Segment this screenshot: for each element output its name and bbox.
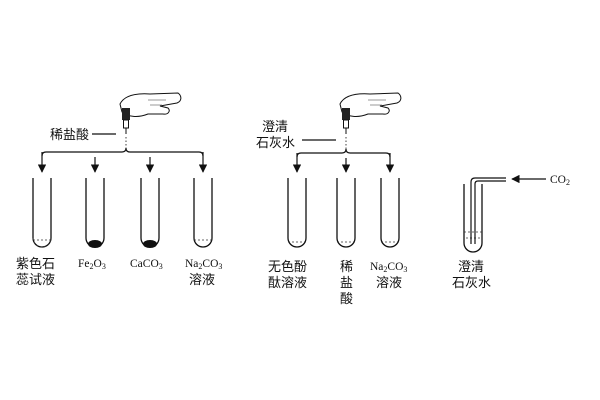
tube-2-label-line-2: 盐 <box>340 276 353 291</box>
test-tube-calcium-carbonate <box>140 178 160 248</box>
tube-3-formula: CaCO3 <box>130 258 163 271</box>
test-tube-phenolphthalein <box>287 178 307 248</box>
tube-4-formula: Na2CO3 <box>185 258 222 271</box>
tube-4-label-line-2: 溶液 <box>189 273 215 288</box>
tube-1-label-line-1: 紫色石 <box>16 256 55 272</box>
tube-1-label-line-2: 酞溶液 <box>268 276 307 291</box>
solid-sample-fe2o3 <box>88 240 102 248</box>
test-tube-iron-oxide <box>85 178 105 248</box>
dropper-label-hydrochloric-acid: 稀盐酸 <box>50 128 89 143</box>
tube-label-line-2: 石灰水 <box>452 276 491 291</box>
tube-2-formula: Fe2O3 <box>78 258 106 271</box>
tube-2-label-line-3: 酸 <box>340 292 353 307</box>
tube-1-label-line-1: 无色酚 <box>268 259 307 275</box>
test-tube-limewater-co2 <box>463 184 483 253</box>
experiment-3: CO2 澄清 石灰水 <box>452 174 570 291</box>
dropper-label-line-1: 澄清 <box>262 120 288 135</box>
gas-delivery-tube <box>470 177 506 244</box>
tube-1-label-line-2: 蕊试液 <box>16 273 55 288</box>
solid-sample-caco3 <box>143 240 157 248</box>
gas-formula-co2: CO2 <box>550 174 570 187</box>
test-tube-litmus <box>32 178 52 248</box>
experiment-1: 稀盐酸 紫色石 蕊试液 Fe2O3 CaCO3 Na2CO3 溶液 <box>16 92 222 288</box>
distribution-brace <box>296 148 391 158</box>
experiment-2: 澄清 石灰水 无色酚 酞溶液 稀 盐 酸 Na2CO3 溶液 <box>256 92 407 307</box>
distribution-brace <box>41 147 204 157</box>
tube-3-label-line-2: 溶液 <box>376 276 402 291</box>
hand-dropper-icon <box>339 92 402 150</box>
tube-label-line-1: 澄清 <box>458 260 484 275</box>
test-tube-sodium-carbonate-1 <box>193 178 213 248</box>
tube-3-formula: Na2CO3 <box>370 261 407 274</box>
hand-dropper-icon <box>119 92 182 150</box>
test-tube-sodium-carbonate-2 <box>380 178 400 248</box>
dropper-label-line-2: 石灰水 <box>256 136 295 151</box>
tube-2-label-line-1: 稀 <box>340 260 353 275</box>
test-tube-dilute-hcl <box>336 178 356 248</box>
